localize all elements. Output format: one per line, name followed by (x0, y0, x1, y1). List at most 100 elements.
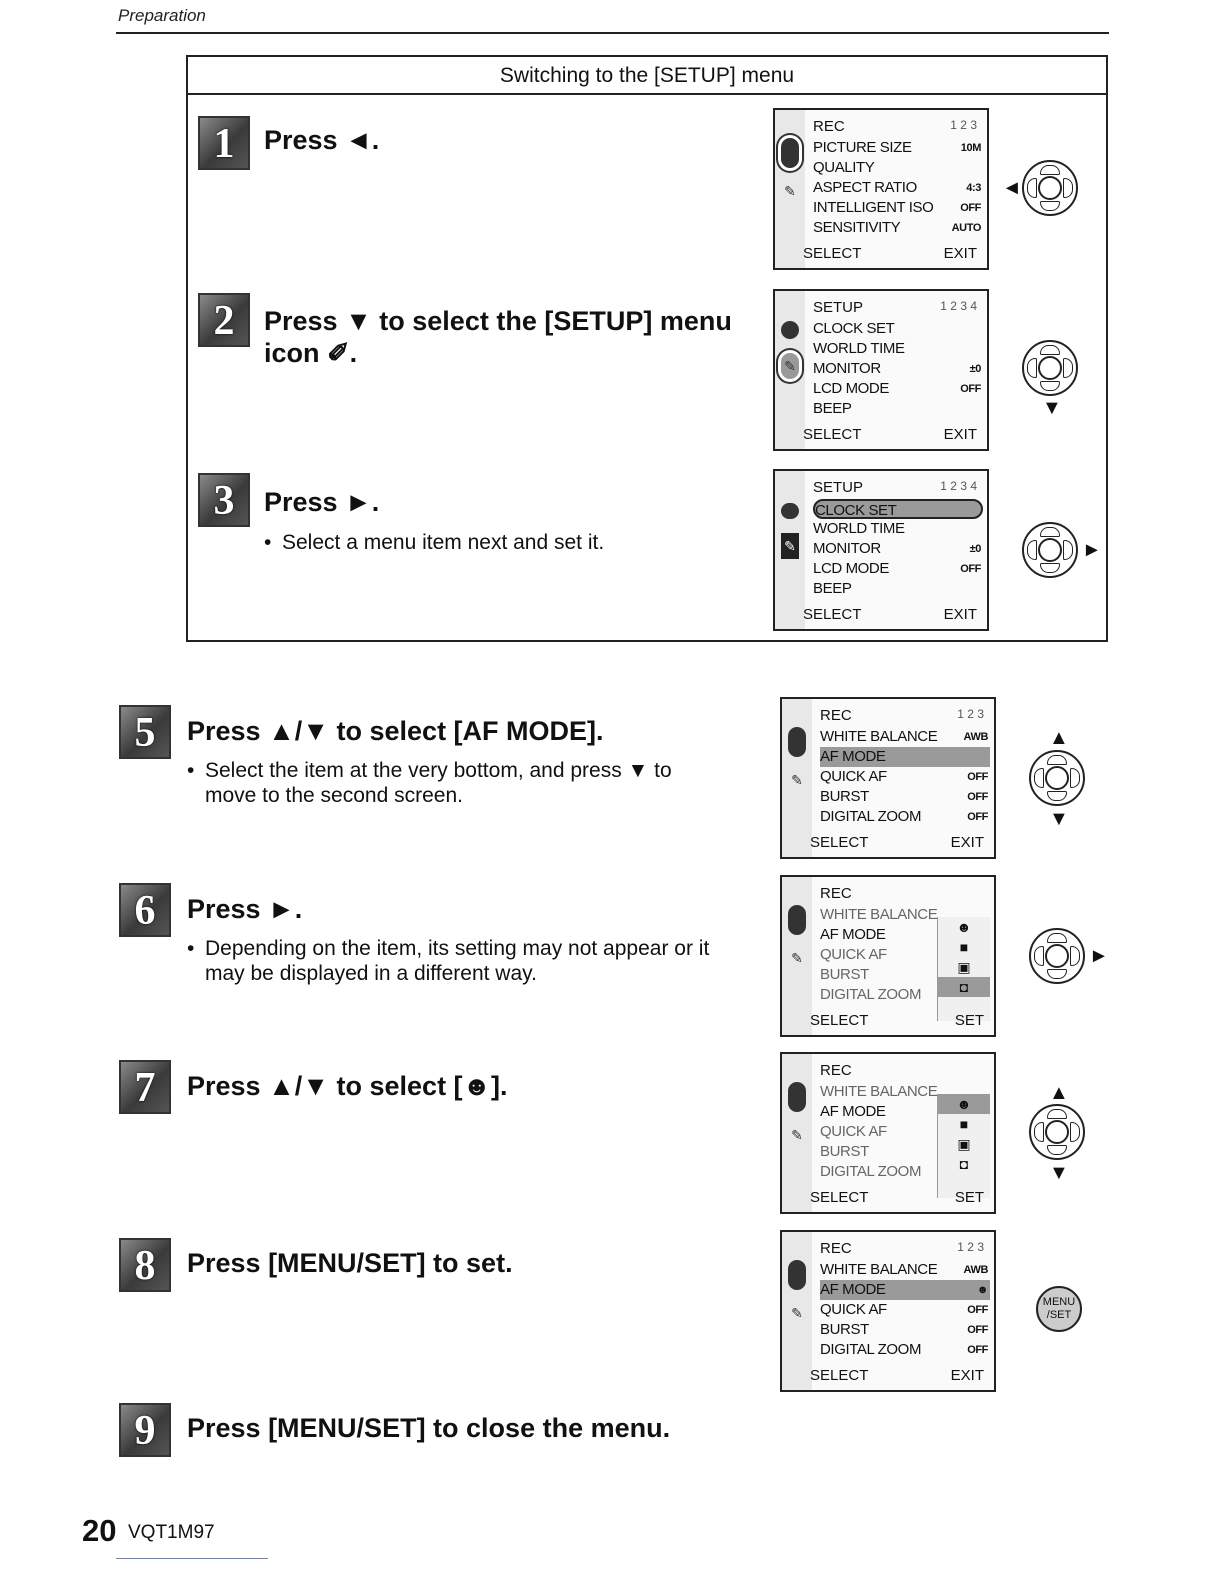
lcd-footer-select: SELECT (803, 426, 862, 443)
bullet: • (264, 531, 272, 554)
lcd-row: WHITE BALANCE (820, 905, 990, 925)
lcd-row-label: QUICK AF (820, 1301, 887, 1318)
af-mode-options: ☻ ■ ▣ ◘ (937, 1094, 990, 1198)
lcd-row: WHITE BALANCE AWB (820, 1260, 990, 1280)
lcd-row-label: DIGITAL ZOOM (820, 808, 922, 825)
lcd-page: 1 2 3 (957, 1240, 984, 1254)
lcd-head: REC (820, 1062, 852, 1079)
lcd-row-value: OFF (960, 383, 981, 395)
face-detection-icon: ☻ (938, 1094, 990, 1114)
step-3-title: Press ►. (264, 487, 380, 517)
wrench-icon: ✎ (781, 353, 799, 379)
step-number-9: 9 (119, 1403, 171, 1457)
lcd-row-value: OFF (967, 811, 988, 823)
step-6-note-line1: Depending on the item, its setting may n… (205, 937, 710, 960)
lcd-row-label: WHITE BALANCE (820, 1261, 938, 1278)
menu-set-button-icon: MENU /SET (1036, 1286, 1082, 1332)
lcd-footer-exit: EXIT (950, 834, 984, 851)
lcd-row: DIGITAL ZOOM (820, 1162, 990, 1182)
lcd-row-label: BURST (820, 966, 869, 983)
lcd-row: MONITOR±0 (813, 539, 983, 559)
step-number-7: 7 (119, 1060, 171, 1114)
lcd-row-label: QUICK AF (820, 1123, 887, 1140)
lcd-head: REC (820, 885, 852, 902)
step-6-note: • Depending on the item, its setting may… (187, 936, 710, 986)
lcd-footer-exit: EXIT (943, 245, 977, 262)
right-arrow-icon: ► (1089, 945, 1109, 967)
bullet: • (187, 937, 195, 960)
menu-button-line1: MENU (1042, 1296, 1076, 1308)
page-header-label: Preparation (118, 6, 206, 25)
up-arrow-icon: ▲ (1049, 1082, 1069, 1104)
left-arrow-icon: ◄ (1002, 177, 1022, 199)
lcd-row-label: WORLD TIME (813, 520, 905, 537)
lcd-footer-exit: EXIT (950, 1367, 984, 1384)
lcd-row-label: WHITE BALANCE (820, 906, 938, 923)
dpad-icon (1029, 1104, 1085, 1160)
lcd-footer-set: SET (954, 1012, 984, 1029)
face-detection-icon: ☻ (976, 1284, 989, 1296)
lcd-head: SETUP (813, 299, 864, 316)
down-arrow-icon: ▼ (1049, 808, 1069, 830)
step-2-title-line1: Press ▼ to select the [SETUP] menu (264, 306, 732, 336)
lcd-row: DIGITAL ZOOM OFF (820, 807, 990, 827)
lcd-row: DIGITAL ZOOM (820, 985, 990, 1005)
step-5-note-line1: Select the item at the very bottom, and … (205, 759, 672, 782)
menu-button-line2: /SET (1046, 1309, 1072, 1321)
step-6-note-line2: may be displayed in a different way. (205, 962, 537, 985)
camera-icon (788, 727, 806, 757)
step-1-title: Press ◄. (264, 125, 380, 155)
lcd-row-value: OFF (967, 1304, 988, 1316)
lcd-row: CLOCK SET (813, 319, 983, 339)
header-rule (116, 32, 1109, 34)
lcd-footer-exit: EXIT (943, 606, 977, 623)
lcd-footer-set: SET (954, 1189, 984, 1206)
dpad-icon (1022, 160, 1078, 216)
lcd-row-selected: CLOCK SET (813, 499, 983, 519)
lcd-row-label: WHITE BALANCE (820, 1083, 938, 1100)
multi-area-icon: ■ (959, 939, 969, 955)
lcd-row-value: OFF (967, 1344, 988, 1356)
lcd-page: 1 2 3 (957, 707, 984, 721)
wrench-icon: ✎ (791, 950, 803, 966)
step-number-2: 2 (198, 293, 250, 347)
lcd-sidebar (782, 1232, 812, 1390)
lcd-row: BURST (820, 965, 990, 985)
lcd-row: BEEP (813, 579, 983, 599)
dpad-icon (1022, 522, 1078, 578)
camera-icon (788, 905, 806, 935)
lcd-row-label: BEEP (813, 400, 852, 417)
lcd-screen-rec-4: ✎ REC WHITE BALANCE AF MODE QUICK AF BUR… (780, 1052, 996, 1214)
step-number-3: 3 (198, 473, 250, 527)
step-3-note-text: Select a menu item next and set it. (282, 531, 605, 554)
lcd-row-value: AUTO (951, 222, 982, 234)
step-5-note-line2: move to the second screen. (205, 784, 463, 807)
wrench-icon: ✎ (791, 1305, 803, 1321)
lcd-row-selected: AF MODE☻ (820, 1280, 990, 1300)
bullet: • (187, 759, 195, 782)
lcd-row-label: QUICK AF (820, 946, 887, 963)
step-5-title: Press ▲/▼ to select [AF MODE]. (187, 716, 604, 746)
step-2-title-line2: icon ✐. (264, 338, 358, 368)
wrench-icon: ✎ (791, 772, 803, 788)
high-speed-icon: ▣ (957, 1136, 971, 1152)
right-arrow-icon: ► (1082, 539, 1102, 561)
camera-icon (781, 138, 799, 168)
wrench-icon: ✎ (791, 1127, 803, 1143)
footer-rule (116, 1558, 268, 1559)
lcd-row: BEEP (813, 399, 983, 419)
lcd-row-label: LCD MODE (813, 380, 889, 397)
lcd-row-label: AF MODE (820, 748, 886, 765)
step-3-note: • Select a menu item next and set it. (264, 530, 605, 555)
lcd-row-value: AWB (963, 1264, 989, 1276)
wrench-icon: ✎ (781, 533, 799, 559)
lcd-row: MONITOR±0 (813, 359, 983, 379)
lcd-row-value: 10M (960, 142, 982, 154)
lcd-row: BURST (820, 1142, 990, 1162)
lcd-row-label: CLOCK SET (815, 502, 897, 519)
